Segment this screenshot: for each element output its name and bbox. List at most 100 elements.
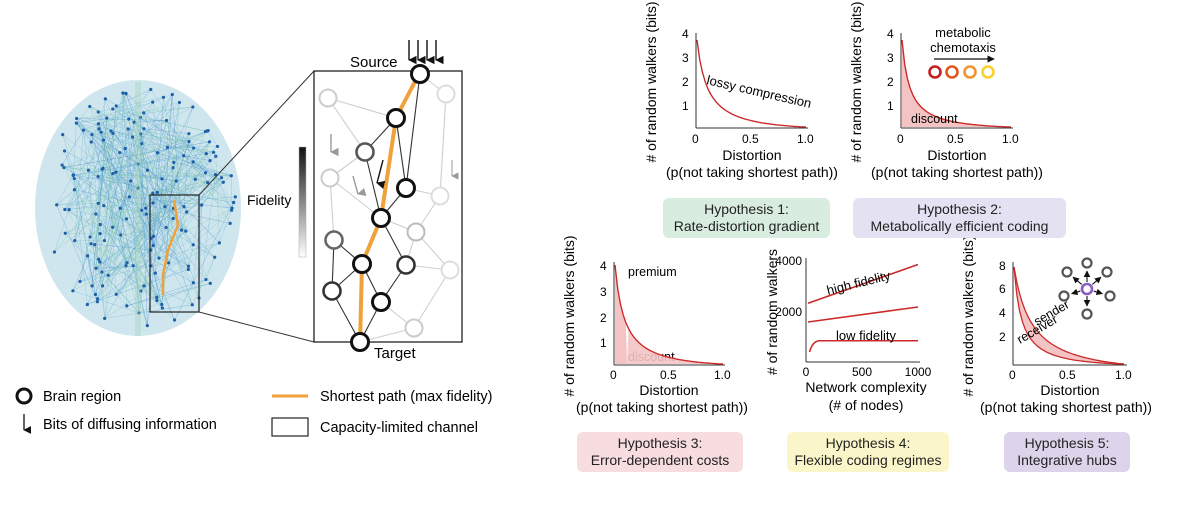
chart-2-area bbox=[902, 40, 1011, 127]
brain-edge bbox=[116, 182, 224, 295]
chart-4-ylabel: # of random walkers bbox=[764, 249, 780, 375]
brain-node bbox=[214, 154, 218, 158]
brain-node bbox=[191, 281, 195, 285]
brain-edge bbox=[112, 218, 174, 228]
brain-node bbox=[213, 172, 218, 177]
brain-edge bbox=[74, 98, 106, 241]
brain-node bbox=[155, 298, 159, 303]
brain-edge bbox=[140, 117, 148, 326]
brain-node bbox=[177, 100, 182, 105]
brain-node bbox=[144, 206, 148, 210]
brain-edge bbox=[132, 136, 216, 175]
gradient-circle bbox=[981, 65, 995, 79]
brain-node bbox=[114, 170, 118, 174]
brain-edge bbox=[205, 257, 215, 280]
brain-node bbox=[131, 264, 135, 268]
brain-node bbox=[111, 131, 115, 135]
brain-node bbox=[89, 140, 93, 144]
channel-edge bbox=[329, 177, 335, 241]
fidelity-label: Fidelity bbox=[247, 192, 291, 208]
brain-edge bbox=[126, 204, 202, 220]
brain-node bbox=[98, 222, 102, 227]
brain-edge bbox=[69, 182, 224, 210]
chart-1-annotation: lossy compression bbox=[705, 72, 813, 111]
brain-node bbox=[106, 273, 110, 277]
chart-5-area bbox=[1014, 267, 1124, 364]
brain-node bbox=[206, 129, 210, 133]
channel-node bbox=[386, 108, 406, 128]
channel-node bbox=[406, 222, 426, 242]
brain-node bbox=[125, 261, 129, 265]
brain-edge bbox=[73, 123, 77, 176]
brain-node bbox=[230, 208, 234, 212]
chart-2-xtick: 1.0 bbox=[1002, 132, 1019, 146]
flow-arrow bbox=[376, 159, 386, 189]
channel-node bbox=[355, 142, 375, 162]
brain-node bbox=[95, 300, 99, 304]
brain-node bbox=[96, 257, 101, 261]
legend-bits: Bits of diffusing information bbox=[43, 417, 217, 433]
channel-edge bbox=[364, 151, 382, 219]
chart-3-ytick: 1 bbox=[600, 336, 607, 350]
channel-node bbox=[396, 255, 416, 275]
brain-edge bbox=[167, 147, 174, 163]
channel-node bbox=[404, 318, 424, 338]
chart-4-xlabel2: (# of nodes) bbox=[829, 397, 904, 413]
channel-node bbox=[371, 292, 391, 312]
brain-node bbox=[132, 120, 136, 124]
brain-edge bbox=[62, 134, 99, 260]
brain-edge bbox=[125, 120, 167, 149]
brain-node bbox=[62, 165, 66, 170]
hypothesis-5-box: Hypothesis 5: Integrative hubs bbox=[1004, 432, 1130, 472]
brain-node bbox=[190, 303, 194, 307]
legend-shortest-path: Shortest path (max fidelity) bbox=[320, 389, 492, 405]
brain-edge bbox=[173, 155, 184, 209]
brain-node bbox=[88, 104, 92, 109]
brain-node bbox=[62, 149, 67, 153]
brain-node bbox=[145, 324, 149, 328]
gradient-circle bbox=[928, 65, 942, 79]
chart-3-annotation-premium: premium bbox=[628, 265, 677, 279]
brain-node bbox=[114, 292, 118, 296]
brain-node bbox=[151, 243, 155, 248]
brain-node bbox=[160, 302, 164, 307]
brain-edge bbox=[140, 117, 207, 154]
brain-node bbox=[138, 115, 142, 120]
chart-1-ytick: 1 bbox=[682, 99, 689, 113]
brain-edge bbox=[183, 155, 211, 161]
brain-node bbox=[145, 168, 150, 172]
brain-node bbox=[208, 281, 212, 285]
brain-edge bbox=[76, 106, 90, 124]
channel-edge bbox=[439, 93, 447, 197]
brain-edge bbox=[140, 117, 208, 132]
brain-node bbox=[63, 207, 67, 212]
chart-4: 4000 2000 0 500 1000 Network complexity … bbox=[764, 249, 932, 413]
brain-edge bbox=[120, 152, 158, 209]
brain-node bbox=[217, 241, 221, 245]
chart-4-ytick: 4000 bbox=[775, 254, 802, 268]
hypothesis-1-title: Hypothesis 1: bbox=[704, 201, 789, 217]
brain-node bbox=[78, 279, 82, 284]
brain-edge bbox=[183, 141, 190, 207]
hub-spoke bbox=[1091, 276, 1102, 285]
brain-edge bbox=[97, 153, 207, 299]
brain-edge bbox=[98, 128, 100, 204]
chart-4-ytick: 2000 bbox=[775, 305, 802, 319]
channel-node bbox=[322, 281, 342, 301]
brain-edge bbox=[64, 130, 209, 210]
hub-neighbor bbox=[1101, 266, 1113, 278]
brain-node bbox=[123, 146, 127, 151]
chart-5-xlabel2: (p(not taking shortest path)) bbox=[980, 399, 1152, 415]
brain-node bbox=[127, 117, 131, 121]
brain-node bbox=[191, 243, 195, 247]
hypothesis-3-desc: Error-dependent costs bbox=[590, 452, 730, 468]
chart-2-ylabel: # of random walkers (bits) bbox=[848, 1, 864, 162]
brain-edge bbox=[101, 156, 216, 273]
brain-edge bbox=[152, 101, 231, 224]
hypothesis-5-desc: Integrative hubs bbox=[1017, 452, 1117, 468]
brain-node bbox=[74, 121, 78, 125]
hub-neighbor bbox=[1081, 308, 1093, 320]
brain-edge bbox=[95, 174, 216, 269]
brain-node bbox=[232, 200, 236, 205]
brain-node bbox=[160, 306, 164, 310]
